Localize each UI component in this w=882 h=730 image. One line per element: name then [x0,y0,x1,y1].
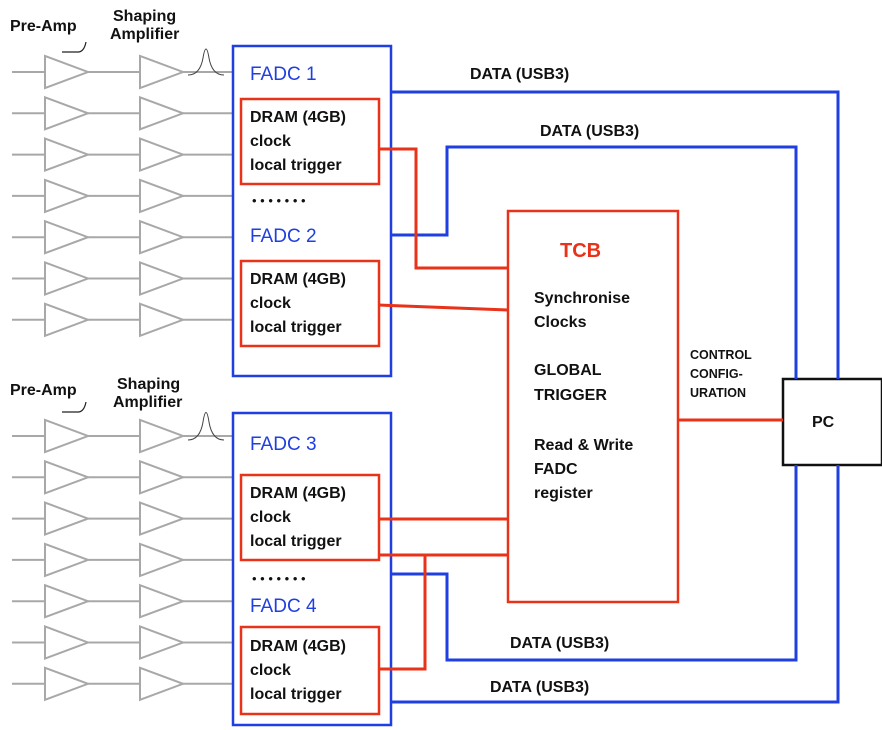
dram-1-line1: DRAM (4GB) [250,109,346,126]
shaping-triangle-icon [139,54,186,90]
control-line3: URATION [690,386,746,400]
shaping-triangle-icon [139,418,186,454]
preamp-triangle-icon [44,95,91,131]
preamp-triangle-icon [44,261,91,296]
shaping-triangle-icon [139,666,186,702]
pc-label: PC [812,414,835,431]
amplifier-chains [12,54,233,702]
dram-1-line2: clock [250,133,291,150]
preamp-pulse-icon-top [62,41,87,53]
preamp-label-bottom: Pre-Amp [10,382,77,399]
fadc-3-label: FADC 3 [250,434,317,455]
data-line-fadc3 [391,465,798,662]
shaping-pulse-icon-top [187,48,225,76]
dram-2-line2: clock [250,295,291,312]
preamp-triangle-icon [44,54,91,90]
shaping-triangle-icon [139,583,186,619]
tcb-rw-1: Read & Write [534,437,633,454]
tcb-title: TCB [560,240,601,262]
pc-box [781,377,882,467]
control-line1: CONTROL [690,348,752,362]
data-line-fadc2 [391,145,798,379]
preamp-triangle-icon [44,302,91,338]
data-label-1: DATA (USB3) [470,66,569,83]
dots-top: • • • • • • • [252,193,306,208]
dram-4-line2: clock [250,662,291,679]
dram-3-line3: local trigger [250,533,342,550]
shaping-triangle-icon [139,95,186,131]
tcb-global-1: GLOBAL [534,362,602,379]
shaping-triangle-icon [139,178,186,214]
shaping-triangle-icon [139,542,186,578]
preamp-triangle-icon [44,219,91,255]
dram-4-line1: DRAM (4GB) [250,638,346,655]
preamp-triangle-icon [44,178,91,214]
data-line-fadc1 [391,90,840,379]
fadc-4-label: FADC 4 [250,596,317,617]
trigger-line-dram4 [379,553,508,671]
tcb-sync-2: Clocks [534,314,587,331]
preamp-label-top: Pre-Amp [10,18,77,35]
dots-bottom: • • • • • • • [252,571,306,586]
trigger-line-dram1 [379,147,508,270]
dram-box-2 [239,259,381,348]
control-line2: CONFIG- [690,367,743,381]
fadc-2-label: FADC 2 [250,226,317,247]
shaping-label-bottom-1: Shaping [117,376,180,393]
shaping-triangle-icon [139,137,186,173]
shaping-triangle-icon [139,501,186,537]
dram-3-line1: DRAM (4GB) [250,485,346,502]
tcb-sync-1: Synchronise [534,290,630,307]
tcb-rw-3: register [534,485,593,502]
dram-2-line3: local trigger [250,319,342,336]
dram-4-line3: local trigger [250,686,342,703]
fadc-module-top [231,44,393,378]
data-line-fadc4 [391,465,840,704]
shaping-pulse-icon-bottom [187,412,225,441]
preamp-triangle-icon [44,583,91,619]
dram-3-line2: clock [250,509,291,526]
fadc-module-bottom [231,411,393,727]
shaping-triangle-icon [139,459,186,495]
tcb-global-2: TRIGGER [534,387,607,404]
shaping-triangle-icon [139,302,186,338]
preamp-triangle-icon [44,418,91,454]
shaping-label-top-2: Amplifier [110,26,179,43]
trigger-line-dram2 [378,303,509,312]
preamp-triangle-icon [44,625,91,660]
preamp-triangle-icon [44,542,91,578]
preamp-triangle-icon [44,137,91,173]
data-label-4: DATA (USB3) [490,679,589,696]
preamp-pulse-icon-bottom [62,401,87,413]
dram-2-line1: DRAM (4GB) [250,271,346,288]
dram-box-1 [239,97,381,186]
shaping-triangle-icon [139,219,186,255]
preamp-triangle-icon [44,666,91,702]
shaping-label-bottom-2: Amplifier [113,394,182,411]
tcb-box [506,209,680,604]
preamp-triangle-icon [44,501,91,537]
tcb-rw-2: FADC [534,461,578,478]
data-label-3: DATA (USB3) [510,635,609,652]
shaping-triangle-icon [139,625,186,660]
data-label-2: DATA (USB3) [540,123,639,140]
dram-1-line3: local trigger [250,157,342,174]
shaping-label-top-1: Shaping [113,8,176,25]
preamp-triangle-icon [44,459,91,495]
shaping-triangle-icon [139,261,186,296]
fadc-1-label: FADC 1 [250,64,317,85]
